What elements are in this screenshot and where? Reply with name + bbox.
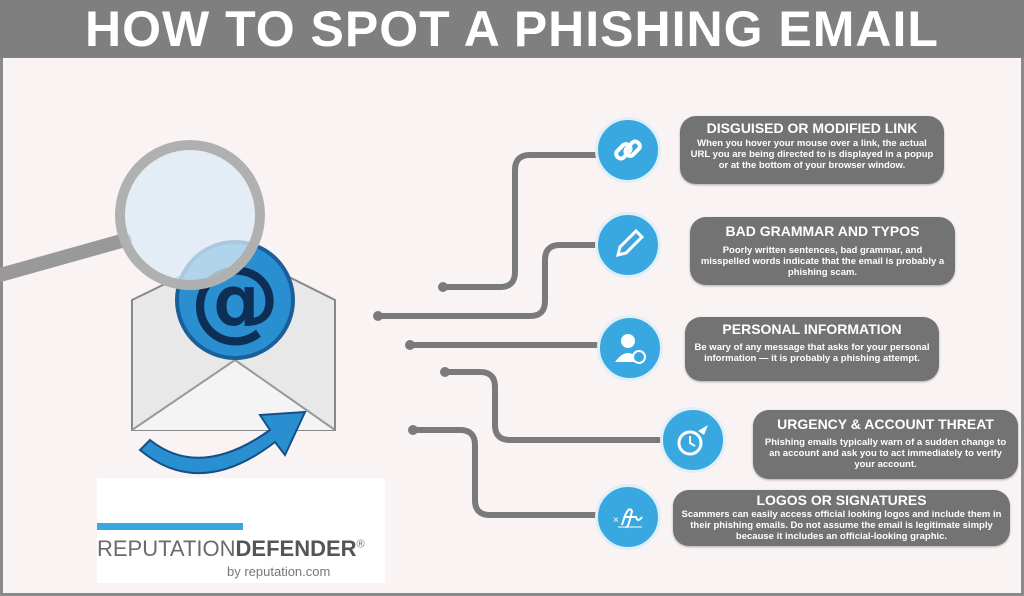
tip-title: URGENCY & ACCOUNT THREAT bbox=[777, 416, 994, 432]
logo-part1: REPUTATION bbox=[97, 536, 236, 561]
tip-text: Poorly written sentences, bad grammar, a… bbox=[700, 245, 945, 278]
signature-icon: × bbox=[595, 484, 661, 550]
link-icon bbox=[595, 117, 661, 183]
connector-5 bbox=[410, 427, 599, 518]
tip-text: Phishing emails typically warn of a sudd… bbox=[764, 437, 1007, 470]
user-info-icon bbox=[597, 315, 663, 381]
clock-wings-icon bbox=[660, 407, 726, 473]
connector-4 bbox=[442, 369, 664, 443]
tip-title: DISGUISED OR MODIFIED LINK bbox=[706, 120, 918, 136]
reputation-defender-logo: REPUTATIONDEFENDER® by reputation.com bbox=[97, 478, 385, 583]
tip-title: LOGOS OR SIGNATURES bbox=[756, 492, 927, 508]
tip-text: Scammers can easily access official look… bbox=[681, 509, 1002, 542]
tip-text: Be wary of any message that asks for you… bbox=[694, 342, 930, 364]
logo-name: REPUTATIONDEFENDER® bbox=[97, 536, 365, 562]
svg-text:×: × bbox=[613, 515, 619, 526]
tip-text: When you hover your mouse over a link, t… bbox=[690, 138, 934, 171]
tip-card-personal-info: PERSONAL INFORMATION Be wary of any mess… bbox=[685, 317, 939, 381]
tip-card-logos: LOGOS OR SIGNATURES Scammers can easily … bbox=[673, 490, 1010, 546]
email-illustration: @ bbox=[0, 140, 336, 498]
tip-card-grammar: BAD GRAMMAR AND TYPOS Poorly written sen… bbox=[690, 217, 955, 285]
tip-title: PERSONAL INFORMATION bbox=[722, 321, 902, 337]
tip-card-urgency: URGENCY & ACCOUNT THREAT Phishing emails… bbox=[753, 410, 1018, 479]
page-title: HOW TO SPOT A PHISHING EMAIL bbox=[0, 0, 1024, 58]
tip-title: BAD GRAMMAR AND TYPOS bbox=[725, 223, 920, 239]
logo-tagline: by reputation.com bbox=[227, 564, 331, 579]
logo-bar bbox=[97, 523, 243, 530]
connector-1 bbox=[440, 152, 599, 290]
logo-reg: ® bbox=[356, 538, 365, 551]
connector-2 bbox=[375, 242, 599, 319]
tip-card-link: DISGUISED OR MODIFIED LINK When you hove… bbox=[680, 116, 944, 184]
logo-part2: DEFENDER bbox=[235, 536, 357, 561]
pencil-icon bbox=[595, 212, 661, 278]
